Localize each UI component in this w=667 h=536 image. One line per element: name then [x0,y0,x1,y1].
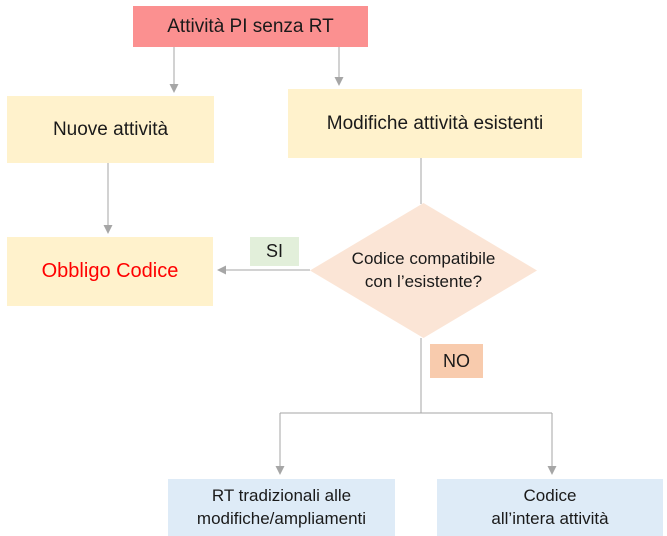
codice-intera-attivita-node: Codice all’intera attività [437,479,663,536]
codice-intera-line1: Codice [523,486,577,506]
decision-label-line1: Codice compatibile [351,248,496,268]
modifiche-attivita-node: Modifiche attività esistenti [288,89,582,158]
rt-tradizionali-line1: RT tradizionali alle [211,486,352,506]
rt-tradizionali-line2: modifiche/ampliamenti [196,508,367,528]
no-label-text: NO [443,350,470,371]
modifiche-attivita-label: Modifiche attività esistenti [326,112,544,134]
si-label: SI [250,237,299,266]
no-label: NO [430,344,483,378]
obbligo-codice-label: Obbligo Codice [41,260,179,282]
rt-tradizionali-node: RT tradizionali alle modifiche/ampliamen… [168,479,395,536]
decision-label-line2: con l’esistente? [364,271,483,291]
start-node-label: Attività PI senza RT [167,15,334,37]
si-label-text: SI [265,241,283,262]
nuove-attivita-node: Nuove attività [7,96,214,163]
decision-diamond-node: Codice compatibile con l’esistente? [310,203,537,338]
start-node: Attività PI senza RT [133,6,368,47]
nuove-attivita-label: Nuove attività [52,118,169,140]
obbligo-codice-node: Obbligo Codice [7,237,213,306]
codice-intera-line2: all’intera attività [491,508,609,528]
